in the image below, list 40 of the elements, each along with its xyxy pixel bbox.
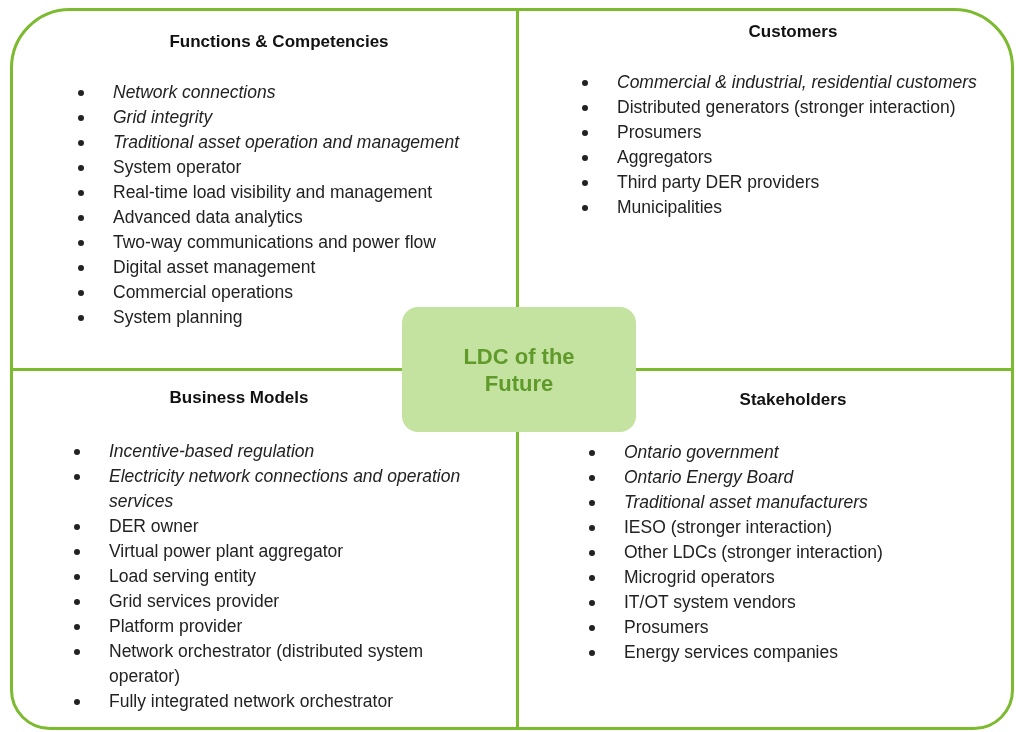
list-item: Commercial & industrial, residential customers	[617, 72, 977, 92]
list-item: Load serving entity	[109, 566, 256, 586]
list-item: Aggregators	[617, 147, 713, 167]
center-title: LDC of the Future	[462, 342, 576, 397]
list-item: Digital asset management	[113, 257, 316, 277]
list-item: Distributed generators (stronger interaction)	[617, 97, 956, 117]
panel-heading: Functions & Competencies	[169, 32, 389, 52]
list-item: System operator	[113, 157, 242, 177]
list-item: Electricity network connections and operation services	[109, 466, 461, 511]
list-item: Ontario government	[624, 442, 779, 462]
center-box	[402, 307, 636, 432]
list-item: DER owner	[109, 516, 199, 536]
list-item: Grid integrity	[113, 107, 213, 127]
list-item: Traditional asset operation and management	[113, 132, 459, 152]
list-item: IESO (stronger interaction)	[624, 517, 833, 537]
list-item: Traditional asset manufacturers	[624, 492, 868, 512]
list-item: Microgrid operators	[624, 567, 775, 587]
list-item: Prosumers	[624, 617, 709, 637]
list-item: Virtual power plant aggregator	[109, 541, 344, 561]
panel-heading: Stakeholders	[739, 390, 847, 410]
list-item: Third party DER providers	[617, 172, 820, 192]
list-item: Energy services companies	[624, 642, 838, 662]
list-item: Network connections	[113, 82, 276, 102]
list-item: Ontario Energy Board	[624, 467, 794, 487]
list-item: Grid services provider	[109, 591, 280, 611]
list-item: Incentive-based regulation	[109, 441, 315, 461]
list-item: Two-way communications and power flow	[113, 232, 436, 252]
list-item: Network orchestrator (distributed system operator)	[109, 641, 424, 686]
list-item: Commercial operations	[113, 282, 293, 302]
list-item: Prosumers	[617, 122, 702, 142]
list-item: Fully integrated network orchestrator	[109, 691, 394, 711]
list-item: Real-time load visibility and management	[113, 182, 433, 202]
list-item: Platform provider	[109, 616, 243, 636]
list-item: IT/OT system vendors	[624, 592, 796, 612]
list-item: Advanced data analytics	[113, 207, 303, 227]
list-item: Other LDCs (stronger interaction)	[624, 542, 883, 562]
list-item: System planning	[113, 307, 243, 327]
panel-heading: Customers	[748, 22, 838, 42]
panel-heading: Business Models	[169, 388, 309, 408]
list-item: Municipalities	[617, 197, 723, 217]
